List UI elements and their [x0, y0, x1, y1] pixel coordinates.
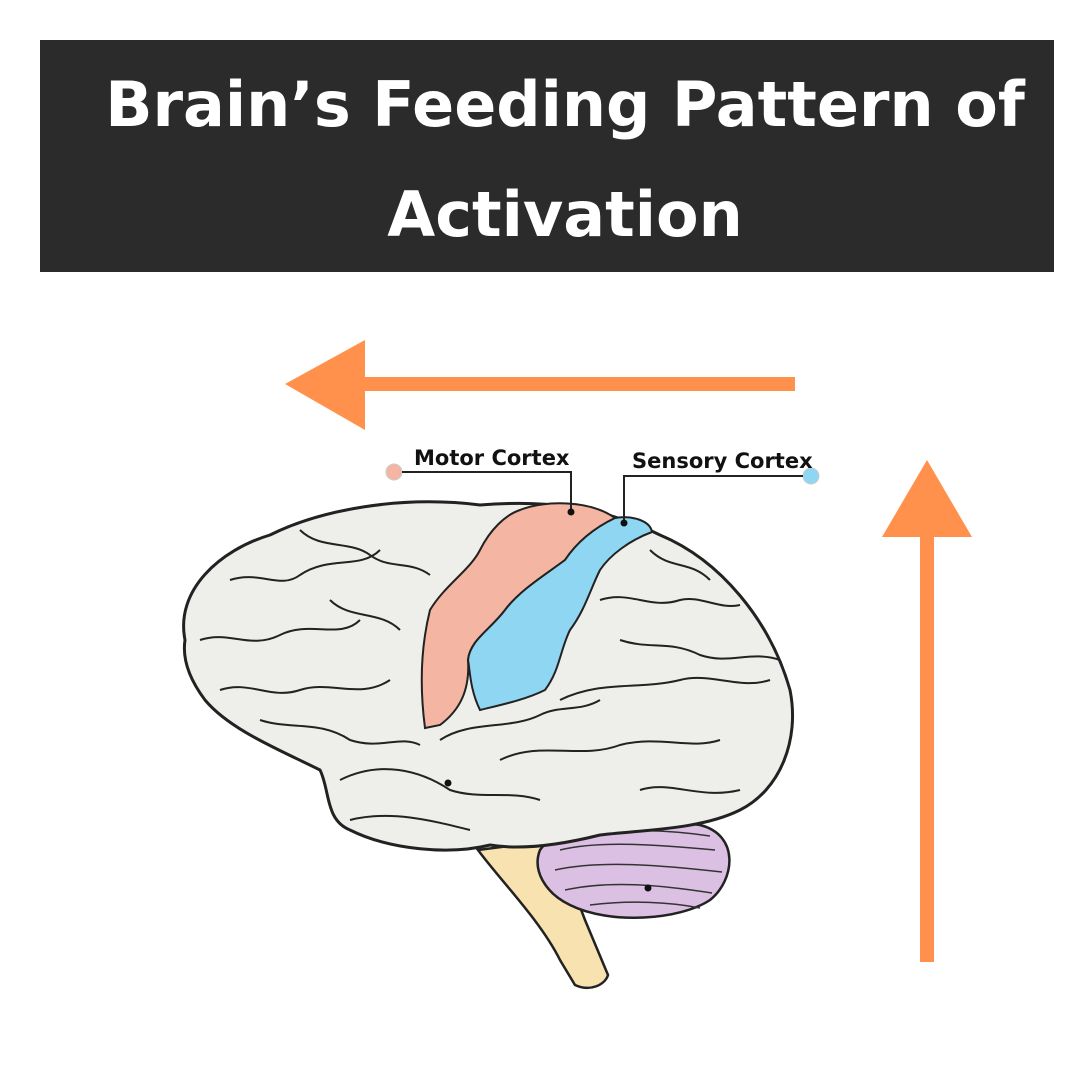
arrow-up-icon	[882, 460, 972, 962]
title-line-1: Brain’s Feeding Pattern of	[105, 68, 1025, 141]
sensory-cortex	[466, 516, 654, 712]
sensory-cortex-callout: Sensory Cortex	[620, 449, 820, 527]
motor-cortex-callout: Motor Cortex	[385, 446, 575, 516]
title-banner: Brain’s Feeding Pattern of Activation	[40, 40, 1054, 272]
sensory-cortex-label: Sensory Cortex	[632, 449, 813, 473]
motor-cortex-label: Motor Cortex	[414, 446, 570, 470]
title-line-2: Activation	[387, 178, 743, 251]
arrow-left-icon	[285, 340, 795, 430]
gyri	[199, 529, 781, 831]
